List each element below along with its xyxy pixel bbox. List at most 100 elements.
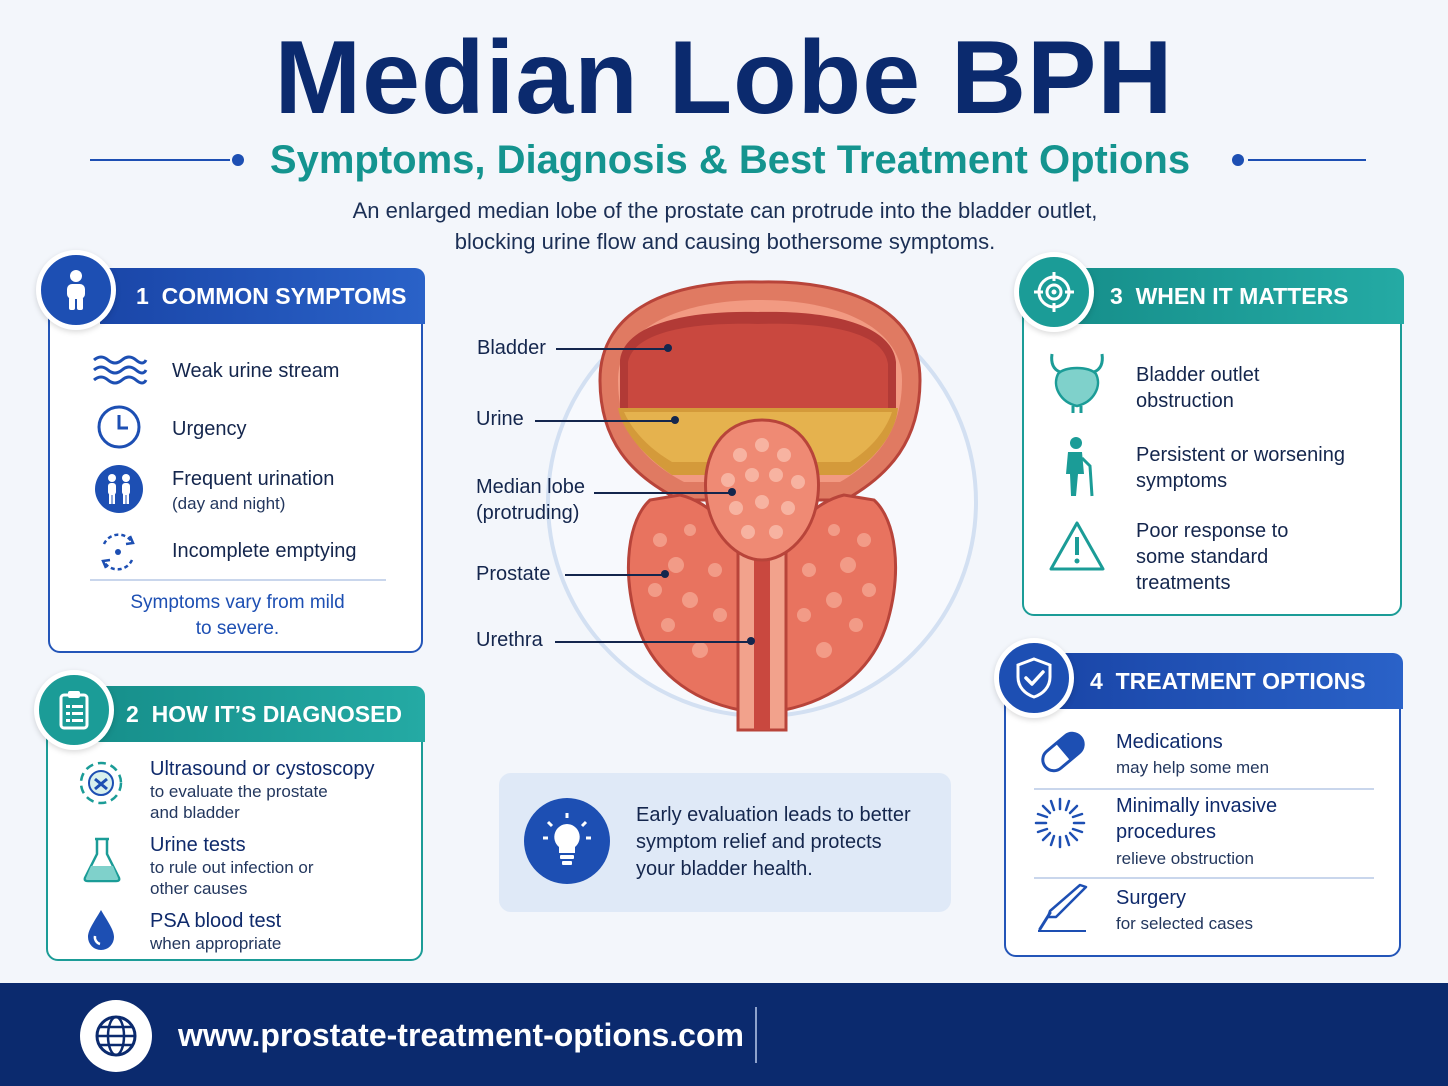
- when-line: Bladder outlet: [1136, 364, 1260, 386]
- label-median-lobe: Median lobe (protruding): [476, 474, 585, 526]
- callout-line-1: Early evaluation leads to better: [636, 804, 911, 826]
- diagnosis-item: Ultrasound or cystoscopy to evaluate the…: [78, 756, 418, 826]
- diagnosis-number: 2: [126, 701, 139, 727]
- intro-text: An enlarged median lobe of the prostate …: [200, 195, 1250, 257]
- diagnosis-card: 2 HOW IT’S DIAGNOSED Ultrasound or cysto…: [46, 686, 425, 961]
- callout-line-3: your bladder health.: [636, 858, 813, 880]
- when-line: Persistent or worsening: [1136, 444, 1345, 466]
- treatment-item: Surgery for selected cases: [1036, 883, 1396, 943]
- person-icon: [67, 270, 85, 310]
- leader-median-lobe: [594, 492, 732, 494]
- symptoms-card-header: 1 COMMON SYMPTOMS: [100, 268, 425, 324]
- symptom-sublabel: (day and night): [172, 494, 286, 513]
- symptom-item: Frequent urination (day and night): [94, 462, 414, 518]
- leader-bladder: [556, 348, 668, 350]
- treatment-sub: relieve obstruction: [1116, 849, 1254, 868]
- treatment-title: Medications: [1116, 731, 1223, 753]
- footer-divider: [755, 1007, 757, 1063]
- pill-icon: [1041, 731, 1085, 773]
- lightbulb-icon: [543, 813, 591, 865]
- website-link[interactable]: www.prostate-treatment-options.com: [178, 1017, 744, 1053]
- flask-icon: [83, 837, 121, 883]
- leader-dot-median-lobe: [728, 488, 736, 496]
- treatment-badge: [994, 638, 1074, 718]
- bladder-cavity-inner: [628, 323, 888, 408]
- treatment-title: Minimally invasive: [1116, 795, 1278, 817]
- symptom-item: Incomplete emptying: [94, 528, 414, 576]
- page-title: Median Lobe BPH: [274, 20, 1174, 136]
- treatment-divider: [1034, 788, 1374, 790]
- diagnosis-item: Urine tests to rule out infection or oth…: [80, 832, 420, 902]
- diagnosis-sublabel: when appropriate: [150, 934, 282, 953]
- cycle-icon: [101, 533, 135, 571]
- diagnosis-sublabel: to rule out infection or: [150, 858, 314, 877]
- treatment-card: 4 TREATMENT OPTIONS Medications may help…: [1004, 653, 1403, 957]
- label-prostate: Prostate: [476, 563, 551, 585]
- when-badge: [1014, 252, 1094, 332]
- treatment-heading: TREATMENT OPTIONS: [1115, 668, 1366, 694]
- label-urine: Urine: [476, 408, 524, 430]
- wave-icon: [93, 355, 148, 385]
- when-line: symptoms: [1136, 470, 1228, 492]
- blood-drop-icon: [88, 910, 114, 950]
- symptoms-card: 1 COMMON SYMPTOMS Weak urine stream Urge…: [48, 268, 425, 653]
- symptom-label: Frequent urination: [172, 468, 335, 490]
- diagnosis-label: PSA blood test: [150, 910, 282, 932]
- diagnosis-item: PSA blood test when appropriate: [84, 906, 424, 958]
- treatment-title: Surgery: [1116, 887, 1187, 909]
- leader-dot-urine: [671, 416, 679, 424]
- when-line: obstruction: [1136, 390, 1234, 412]
- subtitle-rule-right: [1248, 159, 1366, 161]
- treatment-title: procedures: [1116, 821, 1217, 843]
- leader-urethra: [555, 641, 751, 643]
- when-card-header: 3 WHEN IT MATTERS: [1068, 268, 1404, 324]
- symptoms-note: Symptoms vary from mild to severe.: [50, 590, 425, 642]
- label-median-lobe-line-1: Median lobe: [476, 476, 585, 498]
- treatment-card-header: 4 TREATMENT OPTIONS: [1054, 653, 1403, 709]
- target-icon: [1034, 272, 1074, 312]
- subtitle-dot-left: [232, 154, 244, 166]
- label-bladder: Bladder: [477, 337, 546, 359]
- symptoms-note-line-2: to severe.: [195, 618, 280, 639]
- subtitle-dot-right: [1232, 154, 1244, 166]
- subtitle-row: Symptoms, Diagnosis & Best Treatment Opt…: [90, 138, 1370, 182]
- when-heading: WHEN IT MATTERS: [1135, 283, 1349, 309]
- treatment-number: 4: [1090, 668, 1103, 694]
- treatment-sub: for selected cases: [1116, 914, 1254, 933]
- diagnosis-label: Urine tests: [150, 834, 246, 856]
- treatment-item: Medications may help some men: [1036, 727, 1396, 787]
- leader-dot-prostate: [661, 570, 669, 578]
- urethra-lumen: [754, 530, 770, 730]
- when-line: treatments: [1136, 572, 1231, 594]
- treatment-sub: may help some men: [1116, 758, 1270, 777]
- when-item: Persistent or worsening symptoms: [1058, 436, 1398, 502]
- shield-check-icon: [1016, 657, 1052, 699]
- symptom-label: Incomplete emptying: [172, 540, 357, 562]
- when-item: Poor response to some standard treatment…: [1048, 516, 1388, 602]
- symptoms-divider: [90, 579, 386, 581]
- symptoms-heading: COMMON SYMPTOMS: [161, 283, 407, 309]
- globe-icon: [95, 1015, 137, 1057]
- leader-dot-bladder: [664, 344, 672, 352]
- evaluation-callout: Early evaluation leads to better symptom…: [499, 773, 951, 912]
- symptom-label: Urgency: [172, 418, 247, 440]
- people-icon: [95, 465, 143, 513]
- symptom-item: Urgency: [96, 404, 416, 452]
- intro-line-2: blocking urine flow and causing botherso…: [454, 229, 996, 254]
- diagnosis-heading: HOW IT’S DIAGNOSED: [151, 701, 403, 727]
- prostate-texture: [648, 524, 876, 658]
- leader-urine: [535, 420, 675, 422]
- when-item: Bladder outlet obstruction: [1046, 350, 1386, 416]
- burst-icon: [1034, 797, 1086, 849]
- when-number: 3: [1110, 283, 1123, 309]
- symptom-label: Weak urine stream: [172, 360, 340, 382]
- symptoms-note-line-1: Symptoms vary from mild: [130, 592, 345, 613]
- subtitle-rule-left: [90, 159, 230, 161]
- scalpel-icon: [1038, 883, 1088, 932]
- label-median-lobe-line-2: (protruding): [476, 502, 580, 524]
- clipboard-icon: [59, 691, 89, 730]
- bladder-icon: [1050, 353, 1104, 413]
- page-subtitle: Symptoms, Diagnosis & Best Treatment Opt…: [269, 138, 1191, 182]
- when-card: 3 WHEN IT MATTERS Bladder outlet obstruc…: [1022, 268, 1404, 616]
- callout-line-2: symptom relief and protects: [636, 831, 882, 853]
